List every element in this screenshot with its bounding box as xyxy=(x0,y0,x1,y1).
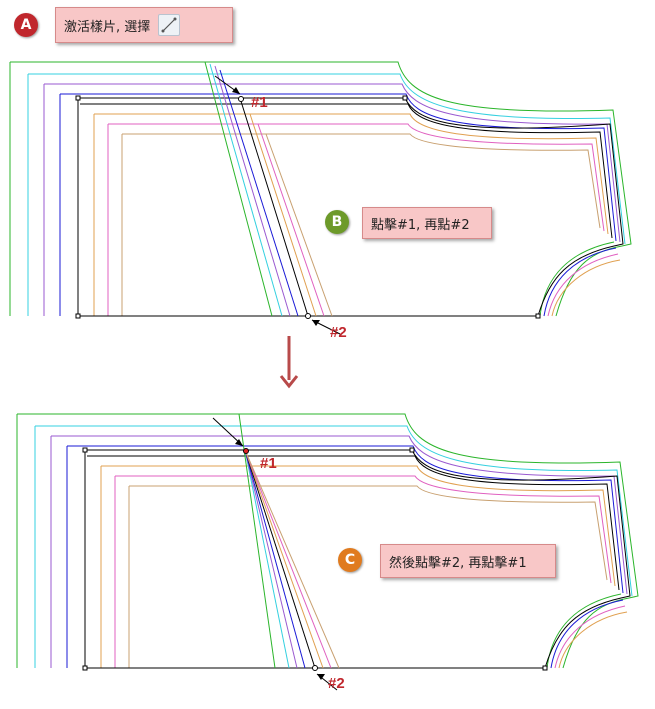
bottom-point-2-label: #2 xyxy=(328,675,345,692)
step-a-text: 激活樣片, 選擇 xyxy=(64,19,151,35)
step-b-text: 點擊#1, 再點#2 xyxy=(371,217,470,233)
top-point-2-label: #2 xyxy=(330,324,347,341)
step-a-badge: A xyxy=(14,13,38,37)
bottom-pattern xyxy=(16,413,639,691)
bottom-point-1-label: #1 xyxy=(260,455,277,472)
down-arrow-icon xyxy=(279,336,299,389)
slash-tool-icon[interactable] xyxy=(158,14,181,36)
top-pattern xyxy=(9,61,632,335)
step-c-callout: 然後點擊#2, 再點擊#1 xyxy=(380,544,556,578)
step-b-badge: B xyxy=(325,210,349,234)
step-c-text: 然後點擊#2, 再點擊#1 xyxy=(389,555,527,571)
top-point-1-label: #1 xyxy=(251,94,268,111)
step-a-callout: 激活樣片, 選擇 xyxy=(55,7,233,43)
step-c-badge: C xyxy=(338,548,362,572)
step-b-callout: 點擊#1, 再點#2 xyxy=(362,207,492,239)
